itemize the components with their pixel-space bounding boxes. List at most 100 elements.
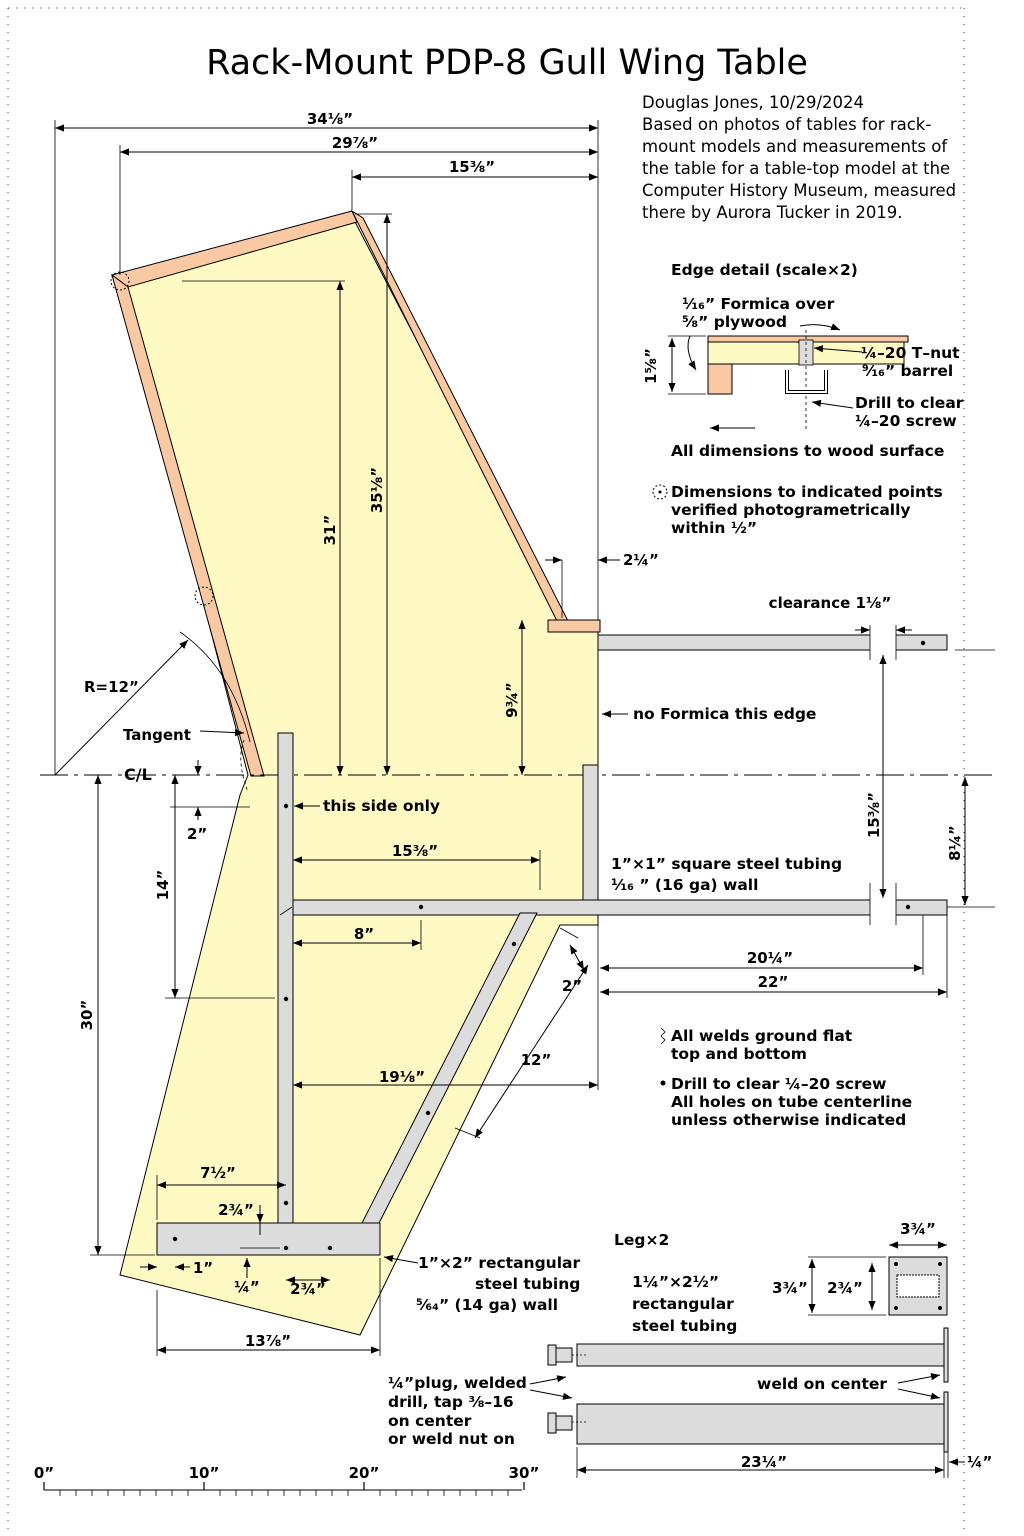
welds-note-2: top and bottom [671,1045,807,1063]
author-note: Douglas Jones, 10/29/2024 Based on photo… [642,93,956,222]
hole-symbol-icon [660,1080,666,1086]
dim-2-3-4-a: 2¾” [218,1201,254,1219]
drill-note-2: All holes on tube centerline [671,1093,912,1111]
photo-note-3: within ½” [671,519,757,537]
dim-2-3-4-b: 2¾” [290,1280,326,1298]
tnut-barrel-label: ⁹⁄₁₆” barrel [862,362,953,380]
author-note-line: Based on photos of tables for rack- [642,115,931,134]
page-frame-rulers [7,7,965,1530]
dim-1-4: ¼” [234,1278,259,1296]
rect-tube-label: 1”×2” rectangular [418,1254,580,1272]
callout-labels: no Formica this edge this side only 1”×1… [323,705,912,1314]
verified-point-marker [110,271,130,291]
leg-detail: Leg×2 1¼”×2½” rectangular steel tubing 3… [388,1220,992,1478]
leg-side-view-narrow [576,1343,945,1367]
leg-length-dim: 23¼” [741,1453,787,1471]
formica-edge-left [111,273,265,777]
dim-34-1-8: 34⅛” [307,110,353,128]
edge-formica-line2: ⁵⁄₈” plywood [682,313,787,331]
leg-plate-width: 3¾” [900,1220,936,1238]
dim-2-diag: 2” [562,977,582,995]
dim-29-7-8: 29⅞” [332,134,378,152]
square-tube-label: 1”×1” square steel tubing [611,855,842,873]
dim-31: 31” [321,515,339,546]
leg-tube-line2: rectangular [632,1295,734,1313]
leg-title: Leg×2 [614,1231,669,1249]
verified-point-icon [652,484,668,500]
dim-12: 12” [521,1051,552,1069]
dim-8-1-4: 8¼” [946,825,964,861]
photo-note-1: Dimensions to indicated points [671,483,943,501]
square-tube-wall-label: ¹⁄₁₆ ” (16 ga) wall [611,876,758,894]
drill-note: Drill to clear ¼–20 screw [671,1075,886,1093]
tangent-label: Tangent [123,726,191,744]
center-line-label: C/L [124,765,152,784]
edge-drill-label-2: ¼–20 screw [855,412,957,430]
author-note-line: mount models and measurements of [642,137,948,156]
table-top [110,209,601,1336]
dim-35-1-8: 35⅛” [368,467,386,513]
author-note-line: Computer History Museum, measured [642,181,956,200]
scale-bar: 0” 10” 20” 30” [34,1464,540,1496]
dimension-lines [54,120,995,1356]
all-dims-note: All dimensions to wood surface [671,442,944,460]
scale-label-0: 0” [34,1464,54,1482]
dim-2-1-4: 2¼” [623,551,659,569]
tnut-label: ¼–20 T–nut [861,344,960,362]
dim-8: 8” [354,925,374,943]
dim-15-3-8-mid: 15⅜” [392,842,438,860]
this-side-only-label: this side only [323,797,440,815]
clearance-label: clearance 1⅛” [769,594,892,612]
edge-formica-line1: ¹⁄₁₆” Formica over [682,295,835,313]
dim-9-3-4: 9¾” [503,682,521,718]
horizontal-square-tube [292,899,948,916]
dim-2-left: 2” [187,825,207,843]
leg-plug-line3: on center [388,1412,472,1430]
leg-tube-line3: steel tubing [632,1317,737,1335]
leg-side-view-wide [576,1403,945,1445]
rect-tube-wall-label: ⁵⁄₆₄” (14 ga) wall [416,1296,558,1314]
verified-point-marker [194,586,214,606]
dim-15-3-8-top: 15⅜” [449,158,495,176]
rect-tube-label-2: steel tubing [475,1275,580,1293]
dimension-labels: 34⅛” 29⅞” 15⅜” 31” 35⅛” 2¼” 9¾” R=12” Ta… [78,110,964,1350]
author-note-line: there by Aurora Tucker in 2019. [642,203,903,222]
drill-note-3: unless otherwise indicated [671,1111,906,1129]
dim-30: 30” [78,1000,96,1031]
leg-plug-line2: drill, tap ⅜–16 [388,1393,514,1411]
weld-symbol-icon [660,1027,666,1045]
dim-7-1-2: 7½” [200,1164,236,1182]
leg-tube-line1: 1¼”×2½” [632,1273,719,1291]
leg-inner-height: 2¾” [827,1279,863,1297]
welds-note: All welds ground flat [671,1027,853,1045]
page-title: Rack-Mount PDP-8 Gull Wing Table [206,43,808,83]
edge-drill-label: Drill to clear [855,394,964,412]
edge-height-dim: 1⁵⁄₈” [642,348,660,384]
leg-plate-thickness: ¼” [967,1453,992,1471]
no-formica-label: no Formica this edge [633,705,816,723]
formica-edge-end [547,619,601,633]
dim-1: 1” [193,1259,213,1277]
author-note-line: Douglas Jones, 10/29/2024 [642,93,864,112]
short-vertical-tube [582,764,599,901]
base-rectangular-tube [156,1222,381,1256]
dim-14: 14” [154,870,172,901]
author-note-line: the table for a table-top model at the [642,159,950,178]
scale-label-30: 30” [509,1464,540,1482]
edge-detail: Edge detail (scale×2) ¹⁄₁₆” Formica over… [642,261,964,537]
dim-19-1-8: 19⅛” [379,1068,425,1086]
leg-plate-height: 3¾” [772,1279,808,1297]
edge-detail-title: Edge detail (scale×2) [671,261,858,279]
dim-22: 22” [758,973,789,991]
photo-note-2: verified photogrametrically [671,501,911,519]
leg-plug-line1: ¼”plug, welded [388,1374,527,1392]
dim-20-1-4: 20¼” [747,949,793,967]
scale-label-10: 10” [189,1464,220,1482]
dim-13-7-8: 13⅞” [245,1332,291,1350]
leg-weld-center: weld on center [757,1375,887,1393]
dim-15-3-8-right: 15⅜” [865,792,883,838]
dim-r12: R=12” [84,678,139,696]
scale-label-20: 20” [349,1464,380,1482]
upper-arm-tube [597,634,948,651]
